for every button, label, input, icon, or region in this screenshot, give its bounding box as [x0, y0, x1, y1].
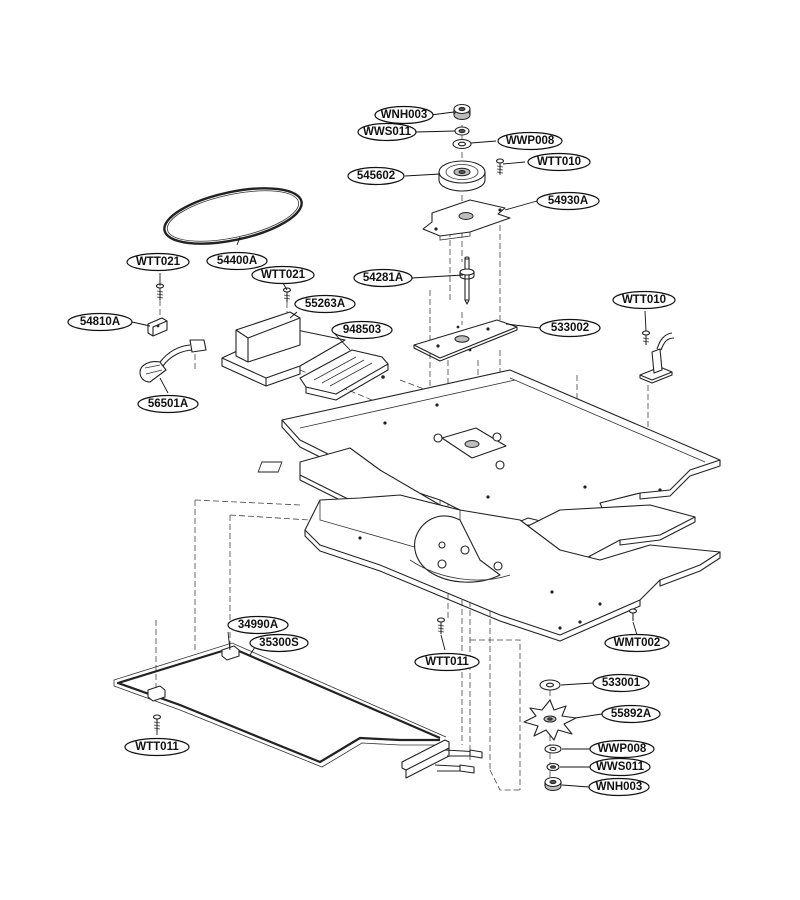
screw-wtt010-right: [641, 330, 651, 345]
callout-label-text: WTT011: [425, 656, 469, 668]
plate-533002: [413, 319, 518, 362]
screw-wtt011-left: [152, 714, 162, 731]
callout-56501a: 56501A: [137, 394, 199, 414]
bracket-54810a: [147, 317, 168, 337]
callout-label-text: WWP008: [598, 743, 647, 755]
callout-wnh003-top: WNH003: [374, 105, 434, 125]
callout-wmt002: WMT002: [604, 633, 670, 653]
callout-533001: 533001: [592, 673, 650, 693]
callout-label-text: WTT011: [135, 741, 179, 753]
mount-55263a: [221, 311, 346, 387]
callout-label-text: WNH003: [596, 781, 643, 793]
callout-label-text: WMT002: [614, 637, 661, 649]
screw-wtt021-mid: [282, 287, 292, 302]
callout-55892a: 55892A: [601, 704, 661, 724]
washer-wws011-bottom: [546, 762, 560, 772]
callout-54810a: 54810A: [67, 312, 133, 332]
callout-label-text: 55263A: [305, 298, 345, 310]
callout-label-text: 54810A: [80, 316, 120, 328]
callout-wwp008-bottom: WWP008: [589, 739, 655, 759]
callout-wws011-bottom: WWS011: [589, 757, 651, 777]
callout-label-text: 35300S: [259, 637, 299, 649]
thermostat-part: [639, 332, 675, 384]
callout-label-text: WTT021: [136, 256, 181, 268]
callout-54400a: 54400A: [206, 251, 268, 271]
callout-948503: 948503: [331, 320, 393, 340]
callout-wtt010-right: WTT010: [612, 290, 676, 310]
screw-wmt002: [628, 608, 638, 621]
pulley-545602: [438, 160, 486, 192]
callout-533002: 533002: [539, 318, 601, 338]
callout-label-text: WTT021: [261, 269, 306, 281]
callout-wtt011-center: WTT011: [414, 652, 480, 672]
callout-label-text: 948503: [343, 324, 381, 336]
callout-label-text: WTT010: [622, 294, 666, 306]
callout-label-text: WWS011: [363, 126, 412, 138]
screw-wtt010-top: [495, 158, 505, 174]
callout-label-text: 54400A: [217, 255, 257, 267]
nut-wnh003-bottom: [544, 776, 562, 791]
leader-lines: [131, 111, 647, 788]
callout-wnh003-bottom: WNH003: [588, 777, 650, 797]
callout-34990a: 34990A: [227, 615, 289, 635]
callout-label-text: 533002: [551, 322, 589, 334]
belt-54400a: [163, 187, 303, 245]
shaft-54281a: [459, 256, 475, 305]
callout-label-text: 56501A: [148, 398, 188, 410]
callout-label-text: 54281A: [363, 272, 403, 284]
callout-label-text: 54930A: [548, 195, 588, 207]
switch-wire-56501a: [139, 339, 207, 383]
callout-label-text: 55892A: [611, 708, 651, 720]
fan-blade-55892a: [523, 699, 577, 741]
callout-label-text: 34990A: [238, 619, 278, 631]
top-washer-wws011: [454, 126, 470, 136]
callout-label-text: 545602: [357, 170, 395, 182]
heater-35300s: [113, 642, 483, 779]
screw-wtt011-center: [436, 617, 446, 634]
callout-54281a: 54281A: [353, 268, 413, 288]
bracket-948503: [299, 349, 389, 401]
callout-wws011-top: WWS011: [357, 122, 417, 142]
callout-wtt011-left: WTT011: [124, 737, 190, 757]
callout-label-text: WWS011: [596, 761, 645, 773]
callout-wtt021-left: WTT021: [126, 252, 190, 272]
callout-labels: WNH003 WWS011 WWP008 WTT010 545602 54930…: [67, 105, 676, 797]
screw-wtt021-left: [155, 283, 165, 300]
washer-533001: [539, 679, 561, 691]
bracket-54930a: [422, 199, 511, 241]
callout-label-text: WTT010: [537, 156, 581, 168]
bottom-plate: [304, 494, 721, 642]
top-washer-wwp008: [452, 138, 472, 150]
callout-label-text: WWP008: [506, 135, 555, 147]
callout-label-text: 533001: [602, 677, 641, 689]
top-nut-wnh003: [453, 103, 471, 120]
callout-35300s: 35300S: [249, 633, 309, 653]
callout-wwp008-top: WWP008: [497, 131, 563, 151]
callout-545602: 545602: [347, 166, 405, 186]
washer-wwp008-bottom: [544, 744, 562, 754]
callout-55263a: 55263A: [294, 294, 356, 314]
callout-wtt021-mid: WTT021: [251, 265, 315, 285]
callout-label-text: WNH003: [381, 109, 428, 121]
callout-wtt010-top: WTT010: [527, 152, 591, 172]
callout-54930a: 54930A: [536, 191, 600, 211]
